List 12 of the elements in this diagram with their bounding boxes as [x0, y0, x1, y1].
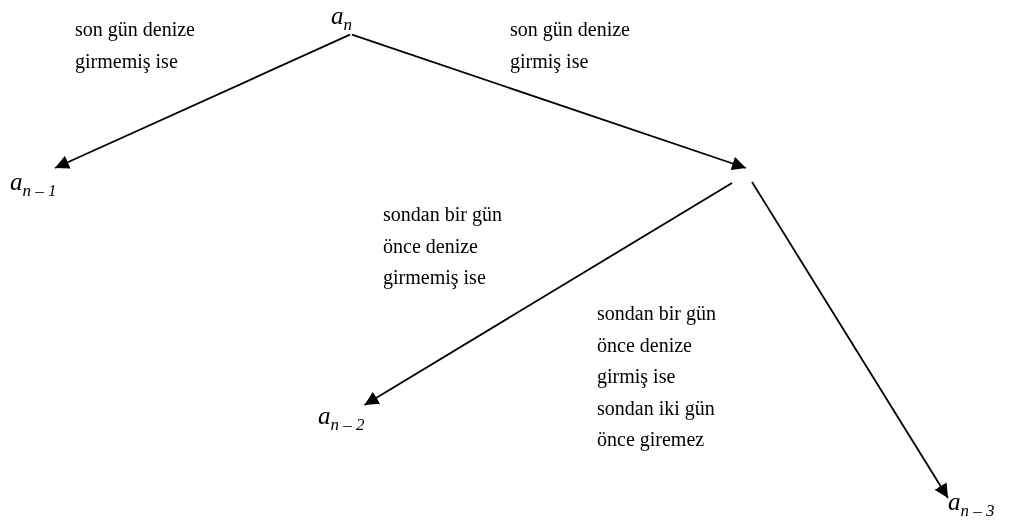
edge-label: son gün denize girmemiş ise [75, 17, 196, 75]
math-term: a$_{n – 3}$ [948, 488, 995, 521]
math-term: a$_{n – 2}$ [318, 402, 365, 435]
math-term: a$_{n – 1}$ [10, 168, 57, 201]
math-term: a$_{n}$ [331, 2, 352, 35]
edge-label: son gün denize girmiş ise [510, 17, 631, 75]
arrow [751, 181, 949, 499]
arrow [363, 182, 733, 406]
edge-label: sondan bir gün önce denize girmemiş ise [383, 202, 503, 291]
arrow [54, 33, 351, 169]
arrow [351, 33, 747, 171]
edge-label: sondan bir gün önce denize girmiş ise sondan iki gün önce giremez [597, 301, 717, 453]
